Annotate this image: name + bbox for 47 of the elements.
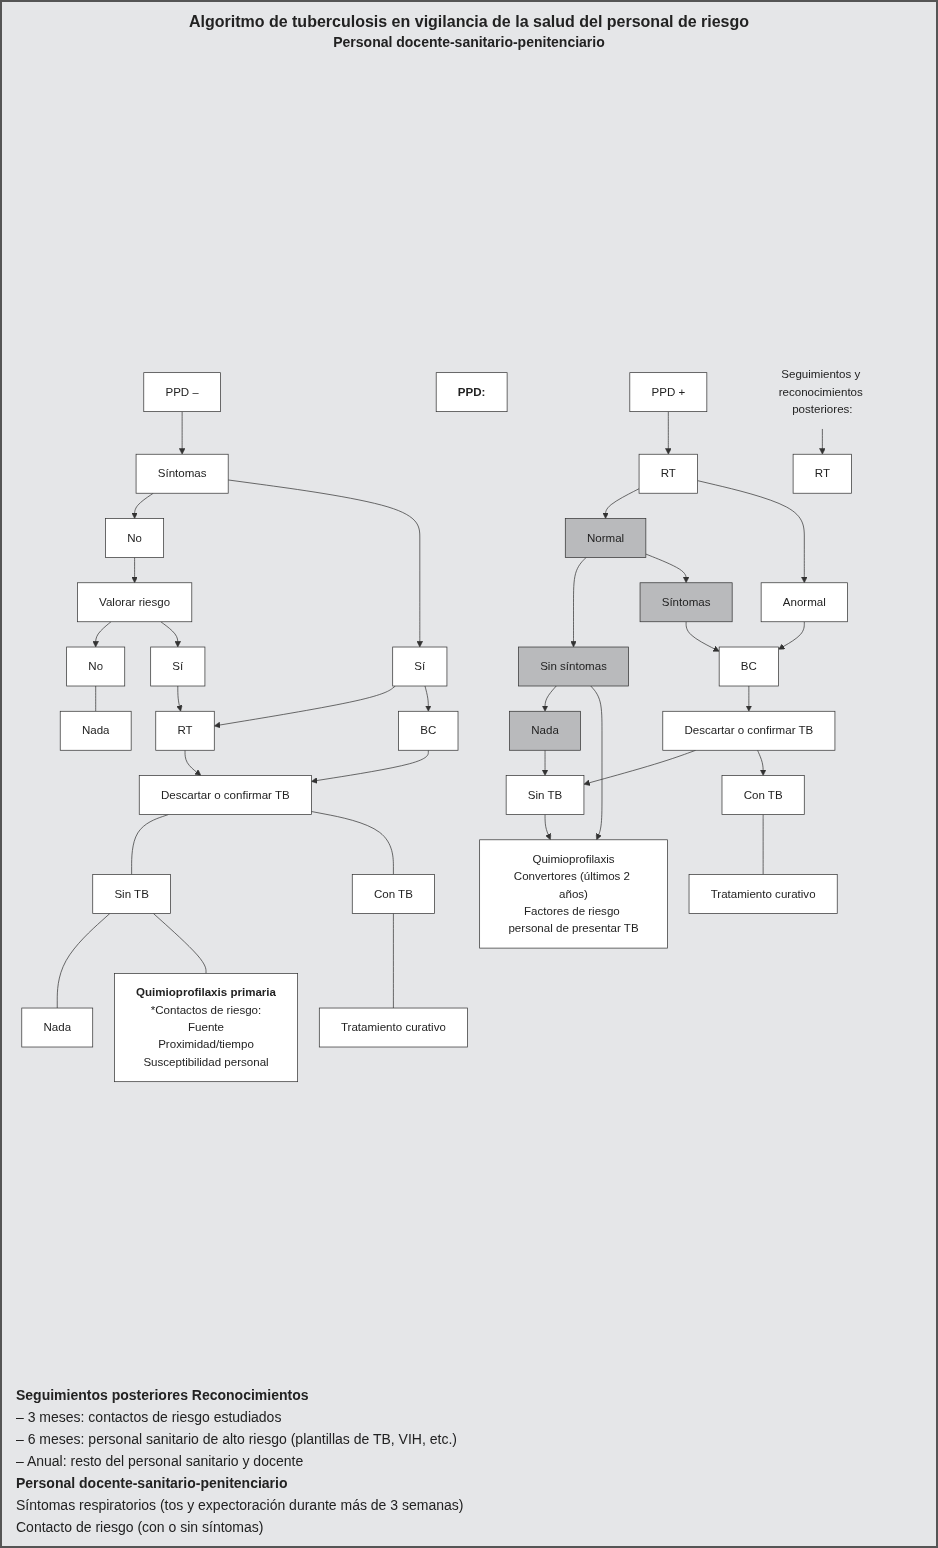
node-box: Anormal	[760, 582, 848, 623]
node-box: Tratamiento curativo	[688, 874, 838, 914]
node-box: No	[105, 518, 164, 558]
diagram-title: Algoritmo de tuberculosis en vigilancia de la salud del personal de riesgo	[187, 13, 751, 31]
note: Contacto de riesgo (con o sin síntomas)	[16, 1519, 265, 1535]
node-box: Con TB	[351, 874, 435, 914]
node-box: Con TB	[721, 775, 805, 815]
node-box: Síntomas	[135, 453, 229, 494]
node-box: Sin TB	[505, 775, 585, 815]
connector	[56, 913, 111, 1009]
node-box: No	[66, 646, 126, 687]
node-box: Sin síntomas	[518, 646, 629, 687]
node-box: Quimioprofilaxis Convertores (últimos 2 años) Factores de riesgo personal de presentar TB	[479, 839, 668, 949]
node-box: Quimioprofilaxis primaria *Contactos de riesgo: Fuente Proximidad/tiempo Susceptibilidad personal	[114, 973, 298, 1083]
connector	[311, 811, 394, 875]
note: – Anual: resto del personal sanitario y docente	[16, 1453, 305, 1469]
connector	[153, 913, 207, 974]
node-box: PPD –	[143, 372, 221, 412]
connector	[762, 814, 764, 875]
node-box: PPD:	[435, 372, 508, 412]
node-box: Síntomas	[639, 582, 733, 623]
node-box: Descartar o confirmar TB	[662, 710, 836, 751]
node-box: BC	[718, 646, 779, 687]
node-box: Valorar riesgo	[77, 582, 193, 623]
node-text: Seguimientos y reconocimientos posteriores:	[778, 368, 863, 416]
node-box: Nada	[21, 1007, 94, 1048]
node-box: BC	[398, 710, 459, 751]
node-box: Nada	[59, 710, 132, 751]
subtitle: Personal docente-sanitario-penitenciario	[332, 34, 606, 50]
connector	[393, 913, 394, 1009]
section-heading: Seguimientos posteriores Reconocimientos	[16, 1387, 310, 1403]
subtitle: Personal docente-sanitario-penitenciario	[16, 1475, 289, 1491]
node-box: RT	[638, 453, 698, 494]
node-box: RT	[792, 453, 852, 494]
note: – 3 meses: contactos de riesgo estudiados	[16, 1409, 283, 1425]
node-box: Sí	[392, 646, 448, 687]
node-box: Sin TB	[92, 874, 171, 914]
note: – 6 meses: personal sanitario de alto riesgo (plantillas de TB, VIH, etc.)	[16, 1431, 458, 1447]
connector	[95, 685, 97, 712]
node-box: Normal	[564, 518, 647, 558]
note: Síntomas respiratorios (tos y expectoración durante más de 3 semanas)	[16, 1497, 465, 1513]
node-box: Sí	[150, 646, 206, 687]
node-box: Descartar o confirmar TB	[138, 775, 312, 815]
node-box: PPD +	[629, 372, 708, 412]
node-box: Nada	[509, 710, 581, 751]
node-box: RT	[155, 710, 215, 751]
node-box: Tratamiento curativo	[318, 1007, 468, 1048]
